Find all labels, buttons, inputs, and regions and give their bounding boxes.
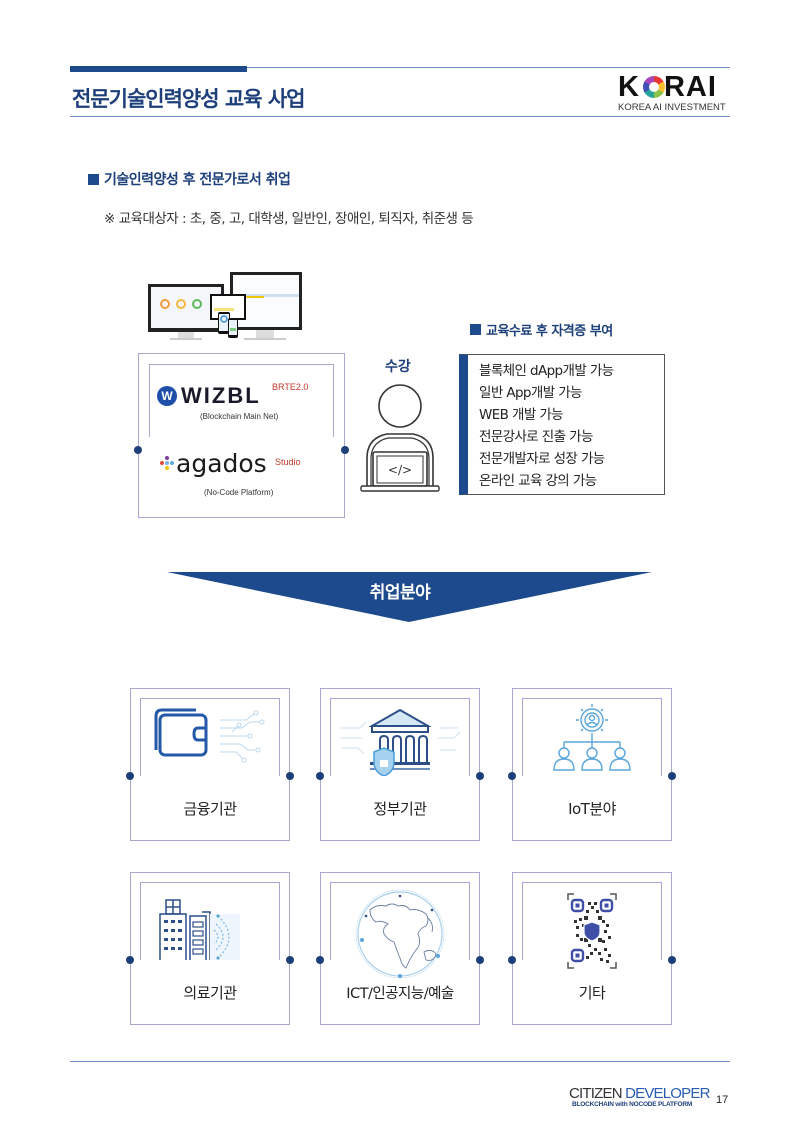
certification-heading: 교육수료 후 자격증 부여 [470, 320, 613, 339]
certification-list: 블록체인 dApp개발 가능 일반 App개발 가능 WEB 개발 가능 전문강… [459, 354, 665, 495]
agados-subtitle: (No-Code Platform) [204, 488, 274, 497]
section-heading: 기술인력양성 후 전문가로서 취업 [88, 169, 291, 189]
connector-dot [508, 772, 516, 780]
header-accent-bar [70, 66, 247, 72]
connector-dot [126, 956, 134, 964]
employment-fields-banner [167, 572, 652, 622]
certification-item: 블록체인 dApp개발 가능 [479, 363, 614, 379]
wizbl-version: BRTE2.0 [272, 382, 309, 392]
connector-dot [126, 772, 134, 780]
header-rule-top [70, 67, 730, 68]
field-label: ICT/인공지능/예술 [346, 986, 454, 1002]
logo-subtitle: KOREA AI INVESTMENT [618, 102, 726, 113]
devices-illustration-icon [148, 272, 302, 340]
field-label: 의료기관 [183, 984, 237, 1002]
section-heading-text: 기술인력양성 후 전문가로서 취업 [104, 172, 291, 188]
agados-logo: agados [160, 449, 267, 478]
certification-item: 온라인 교육 강의 가능 [479, 473, 597, 489]
enroll-label: 수강 [385, 359, 411, 375]
hospital-building-icon [159, 899, 240, 960]
platform-frame-inner [149, 364, 334, 442]
square-bullet-icon [88, 173, 99, 185]
wizbl-logo: W WIZBL [157, 383, 261, 409]
page-title: 전문기술인력양성 교육 사업 [72, 87, 305, 111]
student-with-laptop-icon: </> [360, 384, 440, 492]
certification-item: 일반 App개발 가능 [479, 385, 582, 401]
agados-dots-icon [160, 456, 174, 472]
connector-dot [668, 772, 676, 780]
certification-item: WEB 개발 가능 [479, 407, 564, 423]
connector-dot [286, 772, 294, 780]
field-card-government: 정부기관 [316, 688, 484, 841]
certification-heading-text: 교육수료 후 자격증 부여 [486, 324, 613, 339]
field-card-ict: ICT/인공지능/예술 [316, 872, 484, 1025]
connector-dot [316, 772, 324, 780]
svg-text:</>: </> [388, 463, 412, 477]
field-label: 정부기관 [373, 800, 427, 818]
globe-icon [355, 889, 445, 979]
agados-name: agados [176, 449, 267, 478]
connector-dot [134, 446, 142, 454]
wallet-icon [154, 708, 265, 763]
footer-brand-developer: DEVELOPER [625, 1085, 710, 1102]
platform-frame-mask [139, 437, 344, 517]
header-rule-bottom [70, 116, 730, 117]
connector-dot [341, 446, 349, 454]
field-label: IoT분야 [568, 800, 616, 818]
field-label: 금융기관 [183, 800, 237, 818]
wizbl-name: WIZBL [181, 383, 261, 408]
field-card-medical: 의료기관 [126, 872, 294, 1025]
connector-dot [476, 772, 484, 780]
field-card-other: 기타 [508, 872, 676, 1025]
field-card-finance: 금융기관 [126, 688, 294, 841]
wizbl-subtitle: (Blockchain Main Net) [200, 412, 279, 421]
footer-rule [70, 1061, 730, 1062]
square-bullet-icon [470, 324, 481, 335]
qr-code-icon [567, 893, 617, 969]
platform-frame-outer [138, 353, 345, 518]
wizbl-badge-icon: W [157, 386, 177, 406]
connector-dot [286, 956, 294, 964]
field-label: 기타 [578, 984, 606, 1002]
government-building-icon [340, 708, 460, 776]
footer-brand: CITIZEN DEVELOPER BLOCKCHAIN with NOCODE… [569, 1086, 710, 1108]
footer-tagline: BLOCKCHAIN with NOCODE PLATFORM [572, 1101, 693, 1108]
connector-dot [316, 956, 324, 964]
certification-item: 전문강사로 진출 가능 [479, 429, 593, 445]
connector-dot [476, 956, 484, 964]
field-card-iot: IoT분야 [508, 688, 676, 841]
target-audience-note: ※ 교육대상자 : 초, 중, 고, 대학생, 일반인, 장애인, 퇴직자, 취… [104, 211, 474, 227]
employment-fields-label: 취업분야 [369, 583, 431, 603]
page-number: 17 [716, 1094, 729, 1106]
connector-dot [668, 956, 676, 964]
agados-edition: Studio [275, 457, 301, 467]
certification-item: 전문개발자로 성장 가능 [479, 451, 605, 467]
network-gear-people-icon [553, 704, 631, 771]
logo-ring-icon [643, 76, 665, 98]
footer-brand-citizen: CITIZEN [569, 1085, 626, 1102]
connector-dot [508, 956, 516, 964]
